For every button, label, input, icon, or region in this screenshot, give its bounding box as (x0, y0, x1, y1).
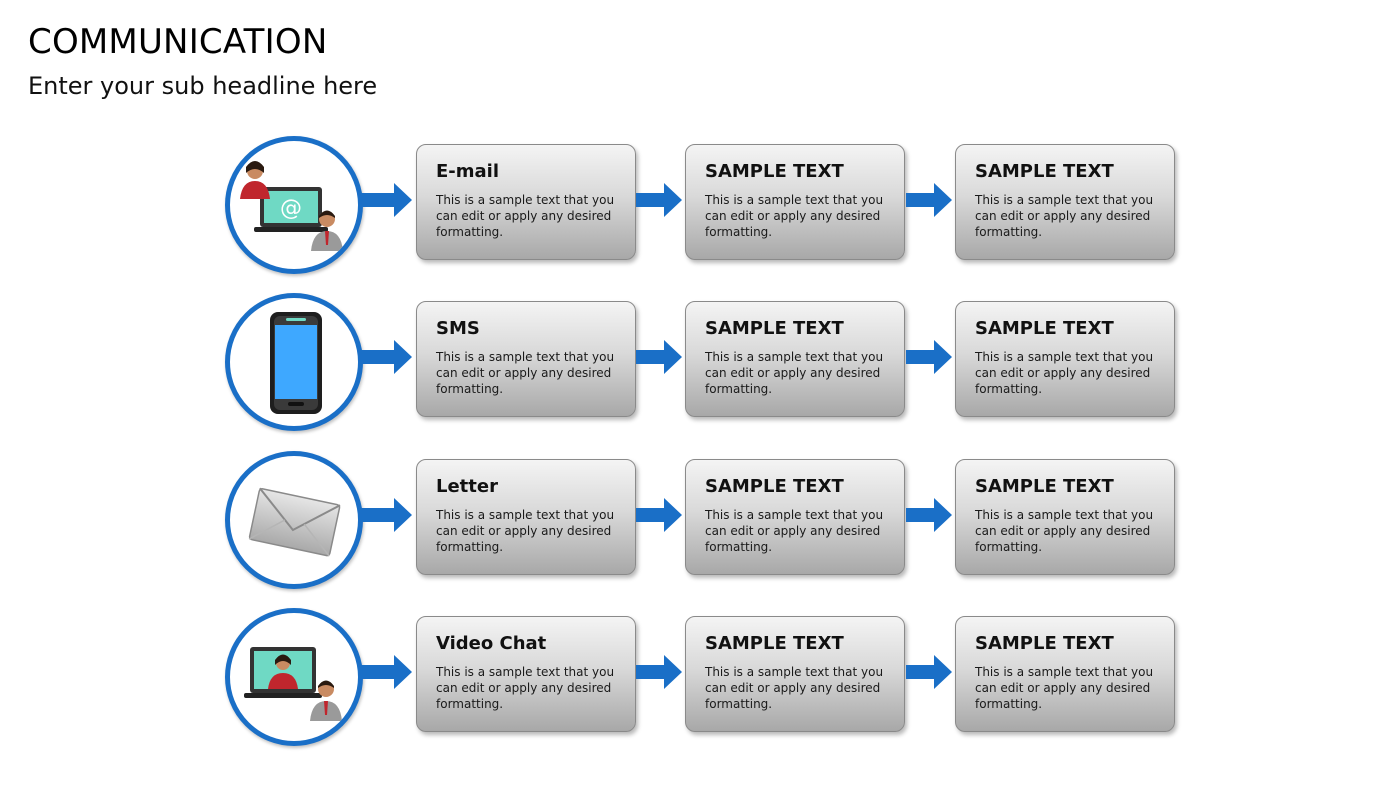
step-text: This is a sample text that you can edit … (436, 508, 615, 554)
step-box: E-mail This is a sample text that you ca… (416, 144, 636, 260)
step-box: Video Chat This is a sample text that yo… (416, 616, 636, 732)
step-title: SAMPLE TEXT (705, 476, 844, 497)
step-text: This is a sample text that you can edit … (975, 665, 1154, 711)
step-title: Video Chat (436, 633, 547, 654)
arrow-right-icon (906, 340, 952, 374)
step-text: This is a sample text that you can edit … (705, 508, 884, 554)
step-text: This is a sample text that you can edit … (705, 193, 884, 239)
envelope-icon (248, 487, 341, 557)
arrow-right-icon (636, 340, 682, 374)
step-box: SAMPLE TEXT This is a sample text that y… (685, 144, 905, 260)
step-title: SAMPLE TEXT (975, 633, 1114, 654)
video-chat-icon-circle (225, 608, 363, 746)
letter-icon-circle (225, 451, 363, 589)
slide-subtitle: Enter your sub headline here (28, 72, 378, 100)
step-title: SAMPLE TEXT (705, 318, 844, 339)
sms-icon-circle (225, 293, 363, 431)
row-video-chat: Video Chat This is a sample text that yo… (0, 608, 1400, 748)
arrow-right-icon (360, 340, 412, 374)
arrow-right-icon (360, 183, 412, 217)
step-text: This is a sample text that you can edit … (436, 350, 615, 396)
arrow-right-icon (906, 655, 952, 689)
step-box: SAMPLE TEXT This is a sample text that y… (685, 459, 905, 575)
step-box: SMS This is a sample text that you can e… (416, 301, 636, 417)
step-box: SAMPLE TEXT This is a sample text that y… (955, 144, 1175, 260)
step-box: SAMPLE TEXT This is a sample text that y… (685, 616, 905, 732)
arrow-right-icon (636, 498, 682, 532)
step-box: SAMPLE TEXT This is a sample text that y… (955, 616, 1175, 732)
step-text: This is a sample text that you can edit … (705, 665, 884, 711)
slide-title: COMMUNICATION (28, 22, 328, 62)
step-title: Letter (436, 476, 498, 497)
step-title: SAMPLE TEXT (975, 318, 1114, 339)
arrow-right-icon (360, 655, 412, 689)
arrow-right-icon (636, 655, 682, 689)
email-icon-circle: @ (225, 136, 363, 274)
step-title: SAMPLE TEXT (975, 161, 1114, 182)
step-text: This is a sample text that you can edit … (975, 508, 1154, 554)
row-email: @ E-mail This is a sample text that you … (0, 136, 1400, 276)
video-chat-laptop-icon (244, 647, 342, 721)
step-title: SMS (436, 318, 480, 339)
row-sms: SMS This is a sample text that you can e… (0, 293, 1400, 433)
step-text: This is a sample text that you can edit … (705, 350, 884, 396)
step-title: SAMPLE TEXT (705, 161, 844, 182)
arrow-right-icon (636, 183, 682, 217)
step-box: Letter This is a sample text that you ca… (416, 459, 636, 575)
arrow-right-icon (906, 498, 952, 532)
step-title: SAMPLE TEXT (705, 633, 844, 654)
step-box: SAMPLE TEXT This is a sample text that y… (685, 301, 905, 417)
row-letter: Letter This is a sample text that you ca… (0, 451, 1400, 591)
arrow-right-icon (906, 183, 952, 217)
step-text: This is a sample text that you can edit … (436, 193, 615, 239)
step-title: E-mail (436, 161, 500, 182)
svg-text:@: @ (280, 196, 302, 221)
step-text: This is a sample text that you can edit … (975, 350, 1154, 396)
arrow-right-icon (360, 498, 412, 532)
email-laptop-people-icon: @ (240, 161, 343, 251)
step-box: SAMPLE TEXT This is a sample text that y… (955, 301, 1175, 417)
step-title: SAMPLE TEXT (975, 476, 1114, 497)
smartphone-icon (270, 312, 322, 414)
step-text: This is a sample text that you can edit … (975, 193, 1154, 239)
step-text: This is a sample text that you can edit … (436, 665, 615, 711)
step-box: SAMPLE TEXT This is a sample text that y… (955, 459, 1175, 575)
